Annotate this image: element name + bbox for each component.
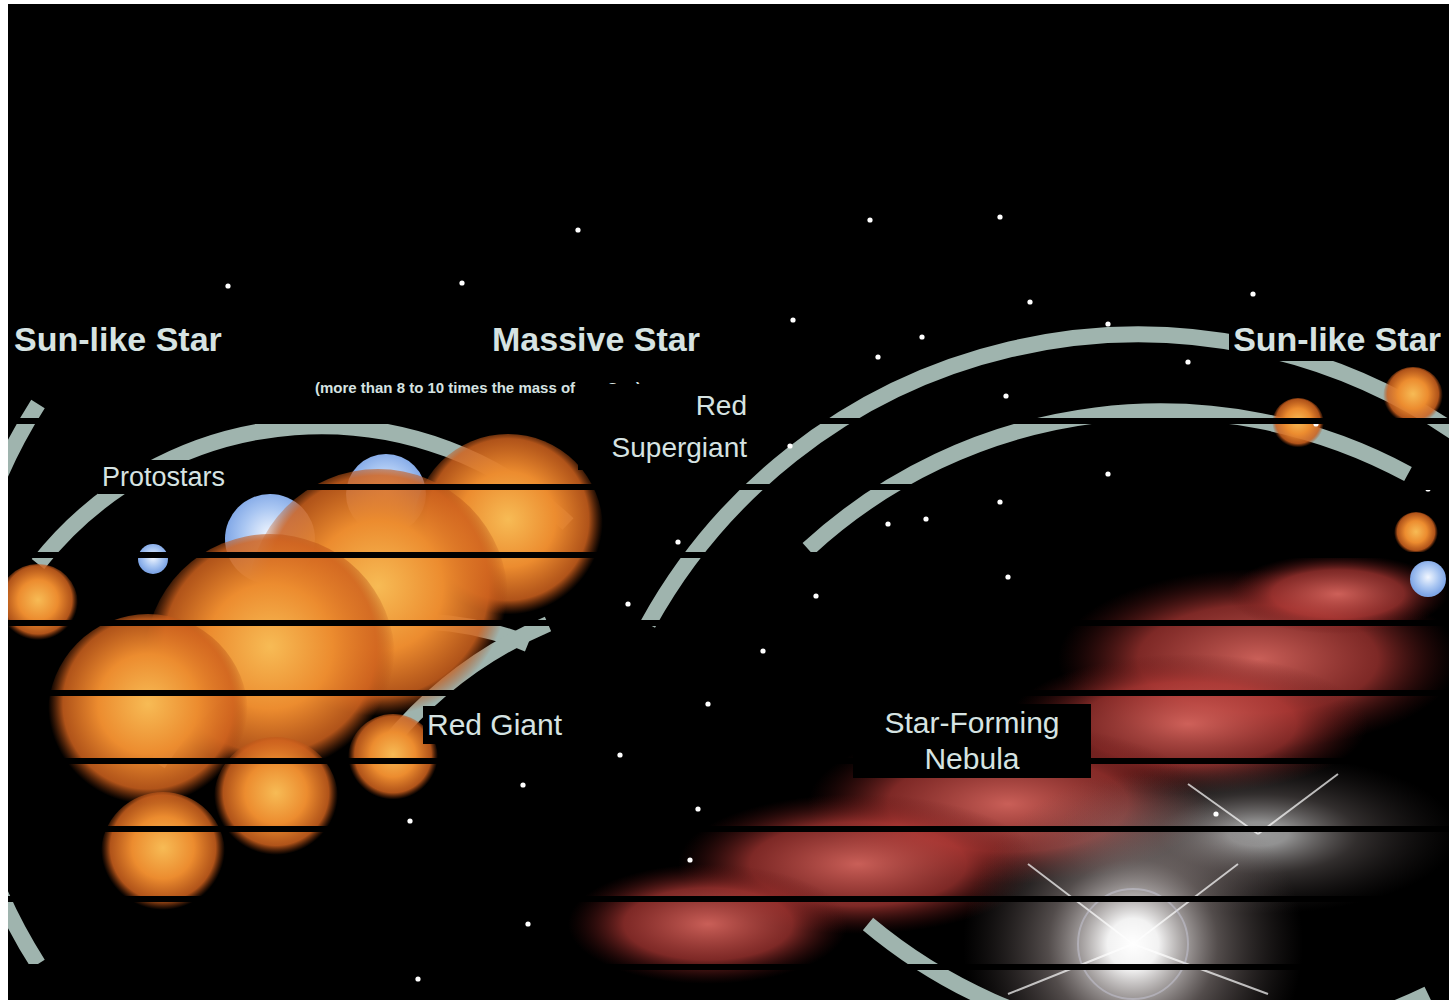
star-dot bbox=[923, 516, 928, 521]
glitch-stripe bbox=[8, 758, 1449, 764]
star-dot bbox=[1185, 359, 1190, 364]
star-dot bbox=[1250, 291, 1255, 296]
star-dot bbox=[867, 217, 872, 222]
star-dot bbox=[687, 857, 692, 862]
star-dot bbox=[1105, 471, 1110, 476]
star-dot bbox=[695, 806, 700, 811]
star-dot bbox=[1105, 321, 1110, 326]
star-dot bbox=[919, 334, 924, 339]
star-dot bbox=[407, 818, 412, 823]
stage-label: Protostars bbox=[98, 460, 229, 494]
stage-label: Red Supergiant bbox=[578, 384, 751, 470]
glitch-stripe bbox=[8, 552, 1449, 558]
glitch-stripe bbox=[8, 896, 1449, 902]
star-dot bbox=[525, 921, 530, 926]
cycle-arc bbox=[8, 334, 1449, 1000]
star-dot bbox=[875, 354, 880, 359]
star-dot bbox=[1005, 574, 1010, 579]
star-dot bbox=[225, 283, 230, 288]
glitch-stripe bbox=[8, 826, 1449, 832]
star-dot bbox=[997, 499, 1002, 504]
star-dot bbox=[790, 317, 795, 322]
star-dot bbox=[1213, 811, 1218, 816]
type-heading: Sun-like Star bbox=[1229, 318, 1445, 361]
star-dot bbox=[520, 782, 525, 787]
star-dot bbox=[575, 227, 580, 232]
red-giant-sphere bbox=[8, 367, 1443, 916]
glitch-stripes bbox=[8, 418, 1449, 970]
glitch-stripe bbox=[8, 964, 1449, 970]
star-dot bbox=[1027, 299, 1032, 304]
star-dot bbox=[760, 648, 765, 653]
star-dot bbox=[787, 443, 792, 448]
type-heading: Sun-like Star bbox=[10, 318, 226, 361]
star-dot bbox=[415, 976, 420, 981]
star-dot bbox=[459, 280, 464, 285]
glitch-stripe bbox=[8, 690, 1449, 696]
type-heading: Massive Star bbox=[488, 318, 704, 361]
star-dot bbox=[813, 593, 818, 598]
star-dot bbox=[705, 701, 710, 706]
star-dot bbox=[625, 601, 630, 606]
star-dot bbox=[997, 214, 1002, 219]
stage-label: Star-Forming Nebula bbox=[853, 704, 1091, 778]
star-life-cycle-illustration bbox=[8, 4, 1449, 1000]
star-dot bbox=[1003, 393, 1008, 398]
glitch-stripe bbox=[8, 620, 1449, 626]
supernova-flash bbox=[963, 754, 1449, 1000]
stage-label: Red Giant bbox=[423, 706, 566, 744]
space-background: Sun-like StarMassive Star(more than 8 to… bbox=[8, 4, 1449, 1000]
star-dot bbox=[885, 521, 890, 526]
star-dot bbox=[617, 752, 622, 757]
star-dot bbox=[675, 539, 680, 544]
